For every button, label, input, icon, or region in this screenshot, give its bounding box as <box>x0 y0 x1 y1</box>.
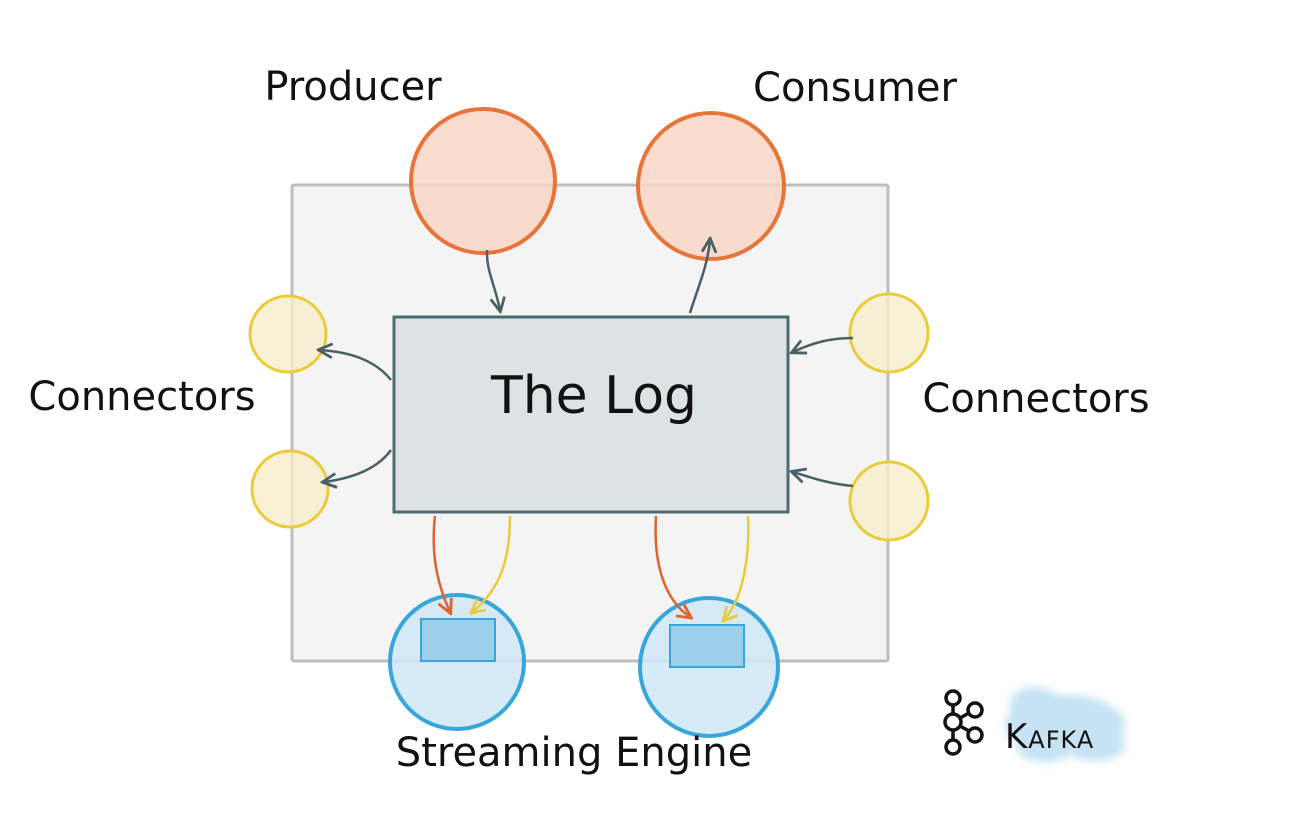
arrow-log-to-connector-left-top <box>320 350 392 381</box>
arrow-log-to-connector-left-bottom <box>324 449 393 482</box>
arrow-connector-right-top-to-log <box>793 336 854 352</box>
kafka-cloud-background <box>1005 687 1125 762</box>
arrow-producer-to-log <box>485 249 500 310</box>
connector-left-bottom-node <box>250 449 330 529</box>
kafka-logo: Kafka <box>943 687 1125 762</box>
arrow-log-to-engine-left-orange <box>432 515 450 612</box>
connectors-left-label: Connectors <box>28 374 255 420</box>
arrow-log-to-engine-right-yellow <box>724 515 750 620</box>
log-label: The Log <box>490 366 697 426</box>
streaming-engine-label: Streaming Engine <box>396 730 752 776</box>
kafka-logo-text: Kafka <box>1005 717 1094 757</box>
connectors-right-label: Connectors <box>922 376 1149 422</box>
arrow-log-to-consumer <box>688 240 710 314</box>
producer-label: Producer <box>264 64 442 110</box>
streaming-engine-left-inner-box <box>420 618 496 662</box>
producer-node <box>409 107 557 255</box>
connector-right-bottom-node <box>848 460 930 542</box>
arrow-log-to-engine-right-orange <box>654 515 690 617</box>
consumer-node <box>636 111 786 261</box>
log-box <box>392 315 790 514</box>
streaming-engine-right-inner-box <box>669 624 745 668</box>
arrow-log-to-engine-left-yellow <box>472 515 512 612</box>
kafka-logo-icon <box>943 689 984 756</box>
arrow-connector-right-bottom-to-log <box>793 472 854 488</box>
consumer-label: Consumer <box>753 65 958 111</box>
connector-right-top-node <box>848 292 930 374</box>
connector-left-top-node <box>248 294 328 374</box>
